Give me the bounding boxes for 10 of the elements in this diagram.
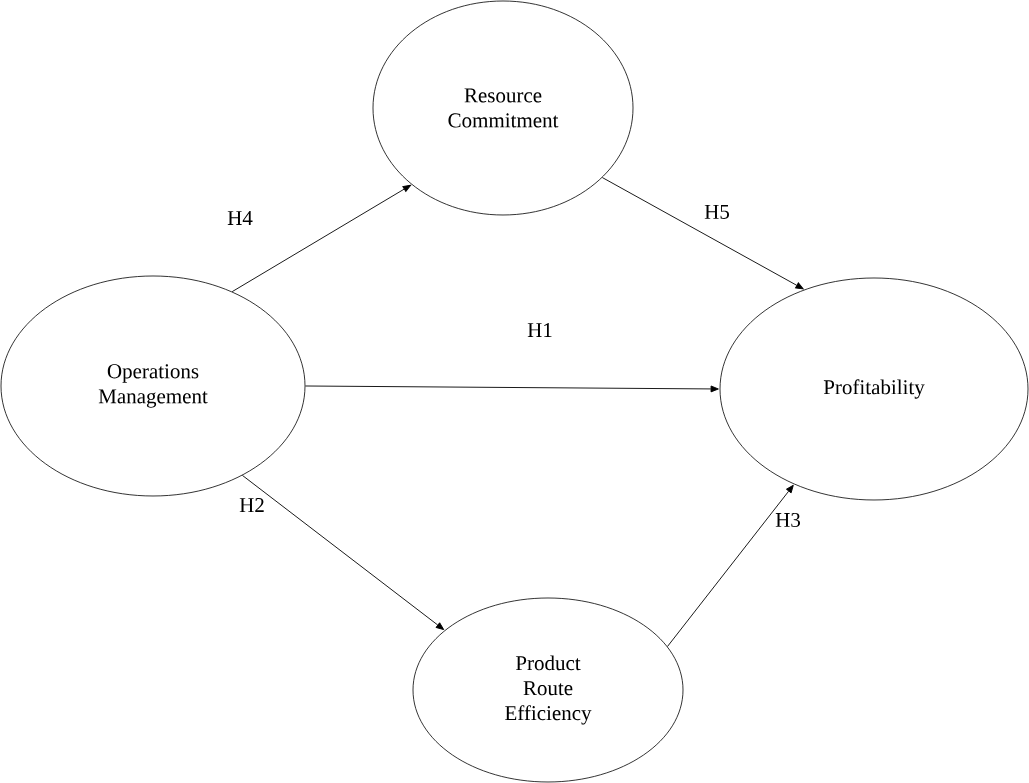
arrow [601, 177, 804, 290]
arrow [304, 385, 719, 393]
edge-label: H1 [526, 322, 554, 338]
arrow [231, 184, 412, 293]
edge-label: H4 [226, 210, 254, 226]
edge-label: H5 [703, 204, 731, 220]
arrow [667, 484, 794, 647]
edge-label: H3 [774, 511, 802, 529]
edge-label: H2 [238, 497, 266, 513]
arrow [241, 474, 445, 630]
